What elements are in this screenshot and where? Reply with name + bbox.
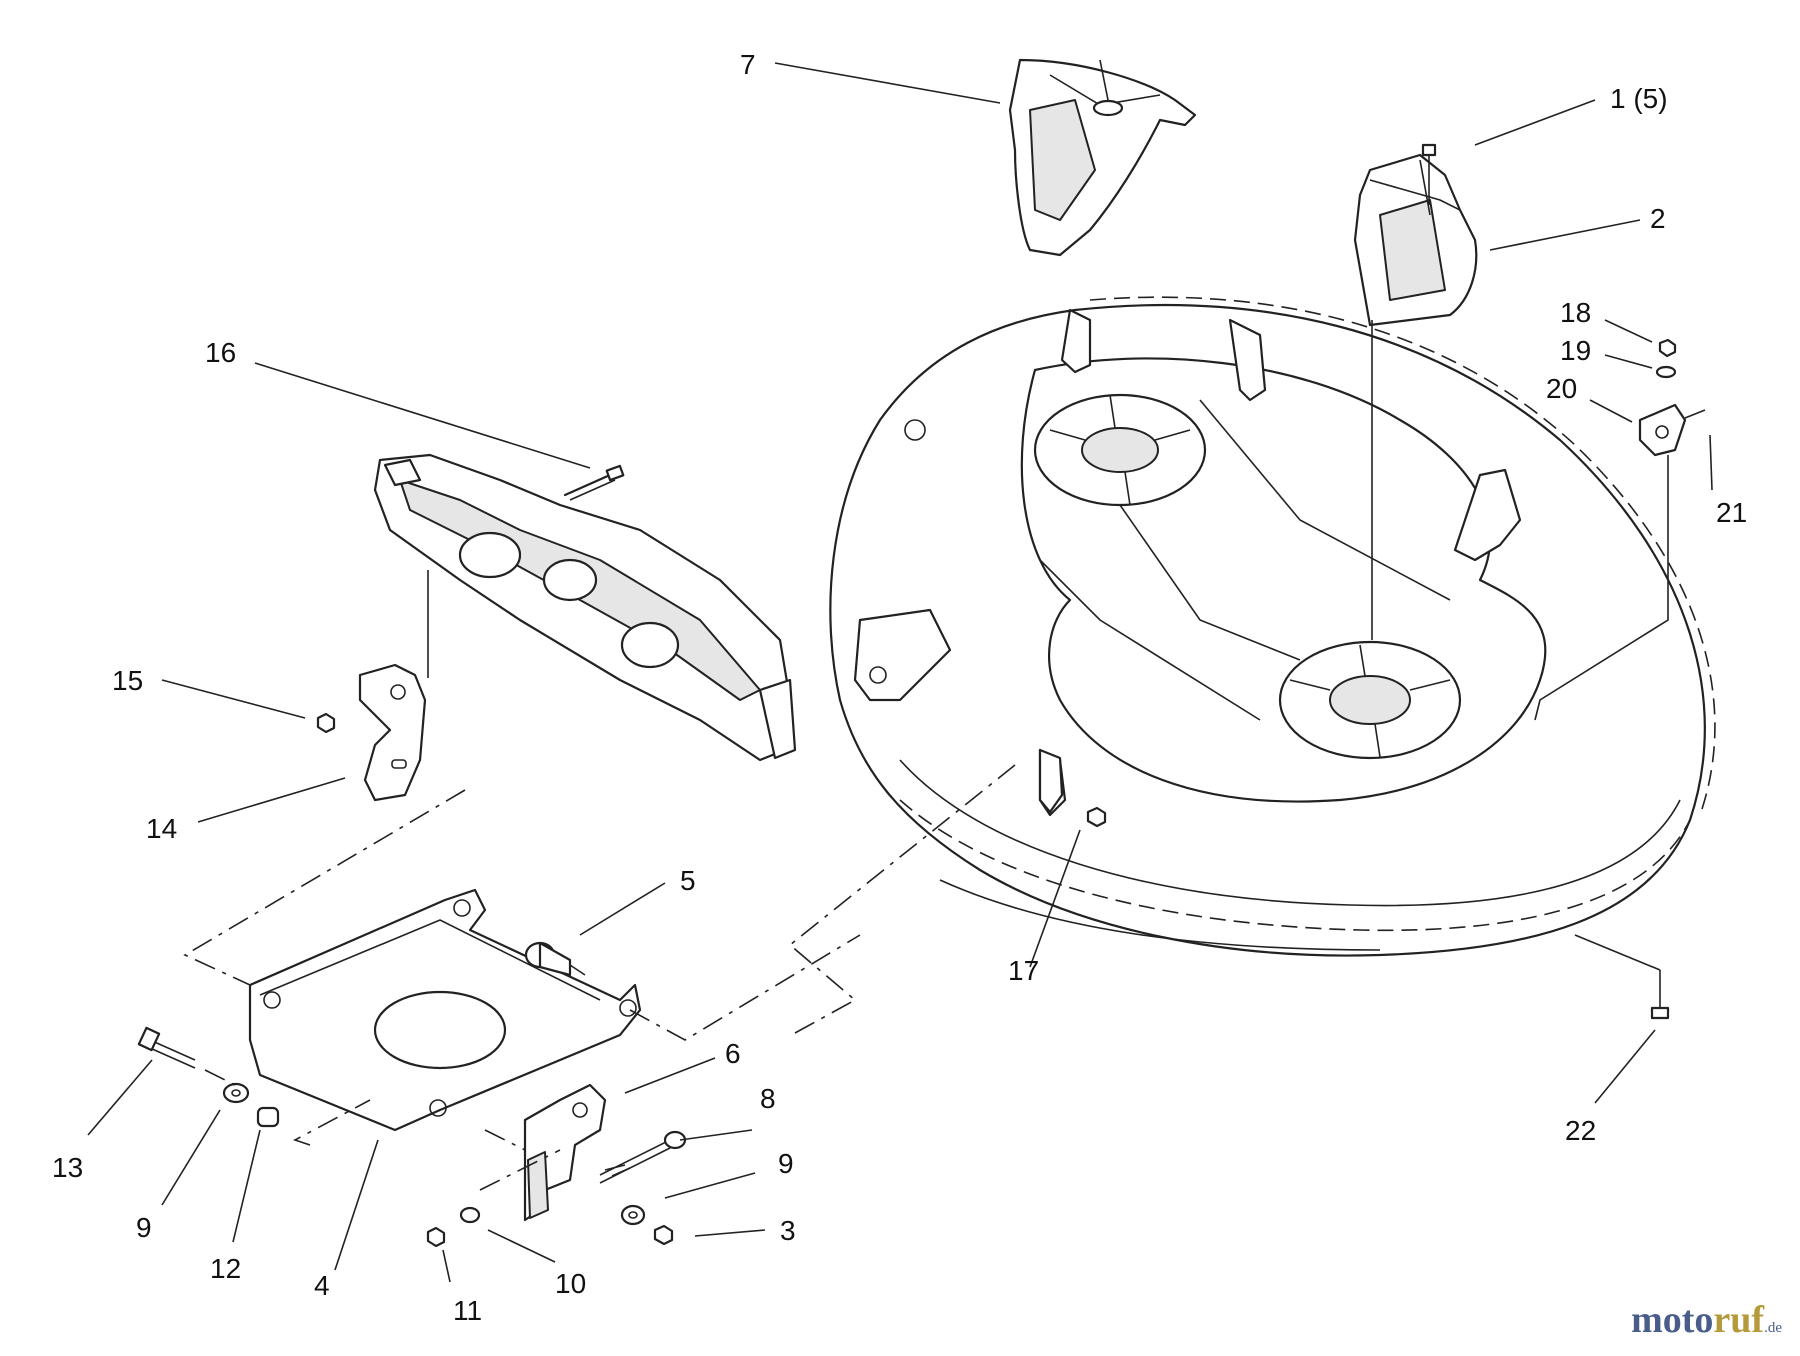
watermark-part-de: .de xyxy=(1764,1320,1782,1336)
deflector-chute-part-7[interactable] xyxy=(1008,58,1197,257)
watermark-part-ruf: ruf xyxy=(1713,1299,1765,1341)
callout-14: 14 xyxy=(146,813,177,844)
callout-4: 4 xyxy=(314,1270,330,1301)
motoruf-watermark-logo: motoruf.de xyxy=(1631,1298,1782,1342)
nut-part-15[interactable] xyxy=(316,712,336,734)
callout-2: 2 xyxy=(1650,203,1666,234)
callout-15: 15 xyxy=(112,665,143,696)
washer-part-10[interactable] xyxy=(459,1206,481,1224)
lift-arm-part-16[interactable] xyxy=(373,453,797,762)
callout-11: 11 xyxy=(453,1295,482,1326)
bolt-part-13[interactable] xyxy=(137,1026,196,1069)
spacer-part-12[interactable] xyxy=(256,1106,280,1128)
nut-part-17[interactable] xyxy=(1038,748,1107,828)
callout-21: 21 xyxy=(1716,497,1747,528)
washer-part-19[interactable] xyxy=(1655,365,1677,379)
washer-part-9b[interactable] xyxy=(620,1204,646,1226)
pivot-bracket-part-6[interactable] xyxy=(523,1083,607,1222)
callout-1: 1 (5) xyxy=(1610,83,1668,114)
nut-part-18[interactable] xyxy=(1658,338,1677,358)
bolt-part-1[interactable] xyxy=(1421,143,1437,205)
stud-part-5[interactable] xyxy=(524,941,586,977)
bracket-part-20[interactable] xyxy=(1638,403,1706,457)
mower-deck[interactable] xyxy=(829,296,1716,957)
bolt-part-16[interactable] xyxy=(563,464,625,501)
callout-12: 12 xyxy=(210,1253,241,1284)
washer-part-9a[interactable] xyxy=(222,1082,250,1104)
callout-8: 8 xyxy=(760,1083,776,1114)
rod-part-8[interactable] xyxy=(599,1130,687,1184)
nut-part-11[interactable] xyxy=(426,1226,446,1248)
blade-housing-left xyxy=(1033,393,1207,507)
callout-5: 5 xyxy=(680,865,696,896)
watermark-part-moto: moto xyxy=(1631,1299,1714,1341)
deflector-chute-part-2[interactable] xyxy=(1353,153,1478,327)
callout-17: 17 xyxy=(1008,955,1039,986)
callout-9a: 9 xyxy=(136,1212,152,1243)
callout-7: 7 xyxy=(740,49,756,80)
callout-9b: 9 xyxy=(778,1148,794,1179)
callout-20: 20 xyxy=(1546,373,1577,404)
blade-housing-right xyxy=(1278,640,1462,760)
mounting-plate-part-4[interactable] xyxy=(248,888,642,1132)
callout-16: 16 xyxy=(205,337,236,368)
callout-6: 6 xyxy=(725,1038,741,1069)
bolt-part-22[interactable] xyxy=(1650,970,1670,1020)
callout-22: 22 xyxy=(1565,1115,1596,1146)
callout-18: 18 xyxy=(1560,297,1591,328)
callout-3: 3 xyxy=(780,1215,796,1246)
callout-19: 19 xyxy=(1560,335,1591,366)
nut-part-3[interactable] xyxy=(653,1224,674,1246)
hanger-bracket-part-14[interactable] xyxy=(358,663,427,802)
callout-10: 10 xyxy=(555,1268,586,1299)
callout-13: 13 xyxy=(52,1152,83,1183)
